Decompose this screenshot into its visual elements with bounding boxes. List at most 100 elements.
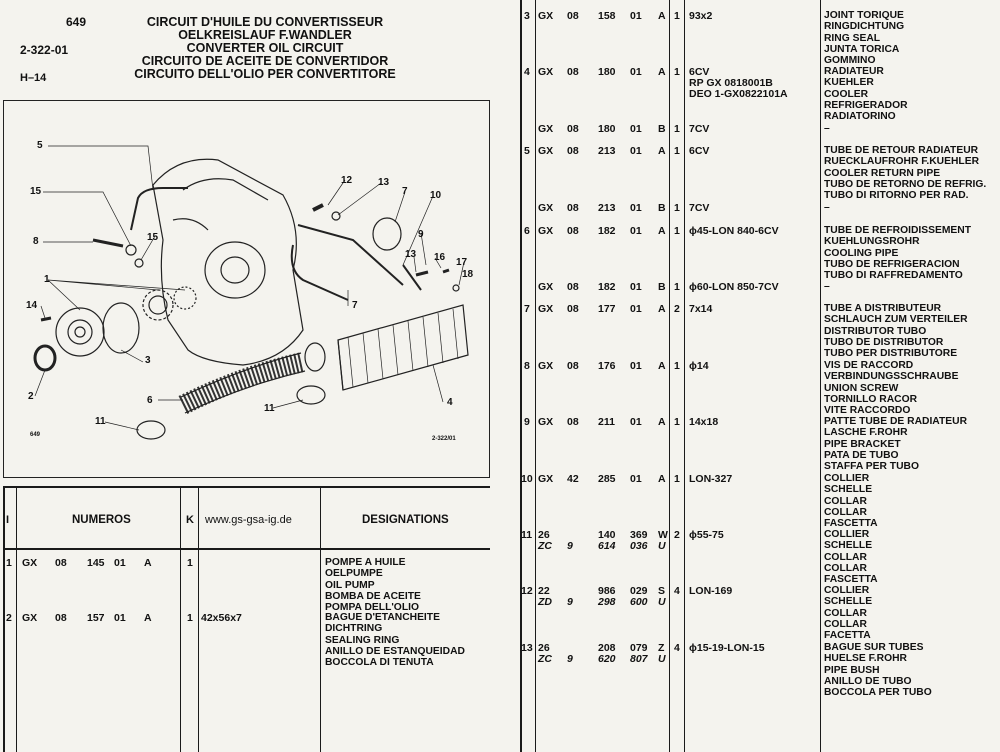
o-ring <box>102 302 140 354</box>
right-row-11-d2: 036 <box>630 540 648 552</box>
right-row-8-designation: VERBINDUNGSSCHRAUBE <box>824 371 959 383</box>
callout-5: 5 <box>37 140 43 151</box>
right-row-1-designation: RADIATEUR <box>824 66 884 77</box>
right-row-13-k: 4 <box>674 642 680 654</box>
left-row-0-k: 1 <box>187 557 193 569</box>
right-row-1-spec: RP GX 0818001B <box>689 77 773 89</box>
right-row-2-c: 180 <box>598 123 616 135</box>
right-row-5-i: 6 <box>524 225 530 237</box>
right-row-11-c: 140 <box>598 529 616 541</box>
right-row-4-b: 08 <box>567 202 579 214</box>
left-row-1-d: 01 <box>114 612 126 624</box>
website-link[interactable]: www.gs-gsa-ig.de <box>205 514 292 526</box>
right-row-13-spec: ϕ15-19-LON-15 <box>689 642 765 654</box>
right-row-13-c: 208 <box>598 642 616 654</box>
right-row-11-designation: SCHELLE <box>824 540 873 552</box>
title-fr: CIRCUIT D'HUILE DU CONVERTISSEUR <box>146 15 384 29</box>
right-row-0-i: 3 <box>524 10 530 22</box>
right-row-3-d: 01 <box>630 145 642 157</box>
left-row-0-i: 1 <box>6 557 12 569</box>
right-row-13-b2: 9 <box>567 653 573 665</box>
pump-gear-outer <box>142 289 174 321</box>
right-row-11-e: W <box>658 529 668 541</box>
pump-gear-inner <box>173 286 197 310</box>
right-row-8-spec: ϕ14 <box>689 360 709 372</box>
gearbox-housing <box>152 158 304 366</box>
grid-reference: H–14 <box>20 72 47 84</box>
right-row-1-c: 180 <box>598 66 616 78</box>
right-row-1-b: 08 <box>567 66 579 78</box>
right-row-5-k: 1 <box>674 225 680 237</box>
right-row-0-c: 158 <box>598 10 616 22</box>
right-row-3-k: 1 <box>674 145 680 157</box>
right-row-12-a: 22 <box>538 585 550 597</box>
exploded-diagram <box>33 145 469 440</box>
right-row-6-designation: – <box>824 281 830 292</box>
right-row-7-spec: 7x14 <box>689 303 713 315</box>
right-row-9-designation: PATTE TUBE DE RADIATEUR <box>824 416 968 427</box>
right-row-12-b2: 9 <box>567 596 573 608</box>
right-row-5-b: 08 <box>567 225 579 237</box>
right-row-8-i: 8 <box>524 360 530 372</box>
right-row-9-i: 9 <box>524 416 530 428</box>
right-row-13-c2: 620 <box>598 653 616 665</box>
left-row-0-a: GX <box>22 557 38 569</box>
right-row-5-e: A <box>658 225 666 237</box>
right-row-2-e: B <box>658 123 666 135</box>
right-row-3-designation: TUBO DI RITORNO PER RAD. <box>824 190 969 202</box>
drawing-ref: 2-322/01 <box>432 436 456 442</box>
right-row-3-e: A <box>658 145 666 157</box>
table-top-rule <box>3 486 490 488</box>
right-row-4-d: 01 <box>630 202 642 214</box>
right-row-8-designation: UNION SCREW <box>824 382 899 394</box>
r-col-rule-1 <box>535 0 536 752</box>
right-row-0-k: 1 <box>674 10 680 22</box>
right-row-12-designation: COLLAR <box>824 607 867 619</box>
r-col-rule-2 <box>669 0 670 752</box>
sealing-ring <box>33 344 57 372</box>
right-row-3-spec: 6CV <box>689 145 710 157</box>
right-row-1-d: 01 <box>630 66 642 78</box>
callout-10: 10 <box>430 190 442 201</box>
right-row-7-b: 08 <box>567 303 579 315</box>
right-row-0-d: 01 <box>630 10 642 22</box>
right-row-5-designation: TUBO DE REFRIGERACION <box>824 258 960 270</box>
right-row-2-spec: 7CV <box>689 123 710 135</box>
callout-9: 9 <box>418 229 424 240</box>
right-row-2-b: 08 <box>567 123 579 135</box>
left-row-0-b: 08 <box>55 557 67 569</box>
right-row-12-e2: U <box>658 596 666 608</box>
right-row-13-a2: ZC <box>538 653 552 665</box>
right-row-6-a: GX <box>538 281 554 293</box>
left-row-1-a: GX <box>22 612 38 624</box>
right-row-10-c: 285 <box>598 473 616 485</box>
right-row-12-designation: COLLIER <box>824 585 870 596</box>
right-row-10-k: 1 <box>674 473 680 485</box>
callout-16: 16 <box>434 252 446 263</box>
callout-18: 18 <box>462 269 474 280</box>
right-row-13-designation: ANILLO DE TUBO <box>824 675 912 687</box>
col-header-designations: DESIGNATIONS <box>362 514 449 526</box>
title-en: CONVERTER OIL CIRCUIT <box>186 41 344 55</box>
right-row-5-designation: COOLING PIPE <box>824 247 899 259</box>
right-row-4-k: 1 <box>674 202 680 214</box>
right-row-12-a2: ZD <box>538 596 552 608</box>
reference-number: 2-322-01 <box>20 43 69 57</box>
left-row-1-designation: DICHTRING <box>325 623 383 635</box>
right-row-11-spec: ϕ55-75 <box>689 529 724 541</box>
right-row-7-designation: TUBE A DISTRIBUTEUR <box>824 303 942 314</box>
right-row-0-designation: RINGDICHTUNG <box>824 21 905 33</box>
right-row-10-b: 42 <box>567 473 579 485</box>
right-row-1-e: A <box>658 66 666 78</box>
collar-10 <box>372 217 402 251</box>
right-row-10-designation: COLLAR <box>824 506 867 518</box>
right-row-9-d: 01 <box>630 416 642 428</box>
right-row-4-c: 213 <box>598 202 616 214</box>
left-row-1-e: A <box>144 612 152 624</box>
right-row-5-designation: TUBO DI RAFFREDAMENTO <box>824 270 963 282</box>
right-row-4-designation: – <box>824 202 830 213</box>
right-row-8-e: A <box>658 360 666 372</box>
right-row-12-designation: FACETTA <box>824 630 871 642</box>
right-row-0-spec: 93x2 <box>689 10 713 22</box>
right-row-9-k: 1 <box>674 416 680 428</box>
